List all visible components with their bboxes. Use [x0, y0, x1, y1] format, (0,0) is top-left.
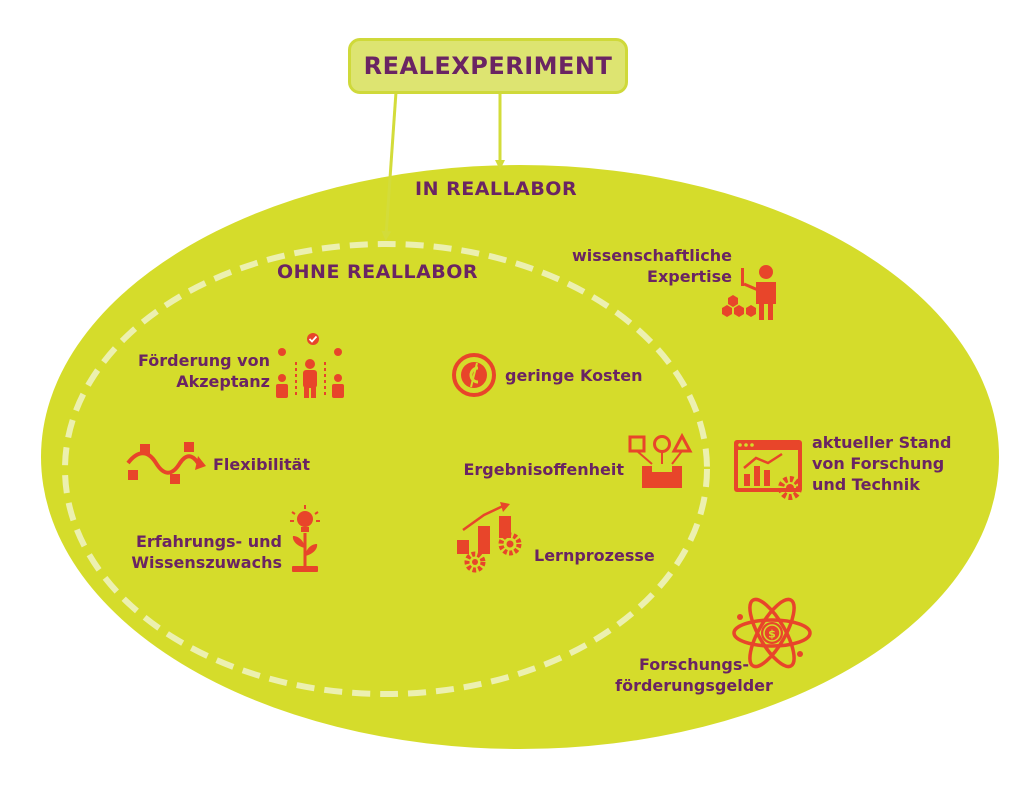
atom-dollar-icon: $ [732, 597, 812, 669]
item-label-line: und Technik [812, 475, 920, 494]
wave-arrow-icon [126, 442, 206, 484]
item-label-wissenszuwachs: Erfahrungs- und Wissenszuwachs [118, 531, 282, 573]
item-label-line: Erfahrungs- und [135, 532, 282, 551]
title-box: REALEXPERIMENT [348, 38, 628, 94]
browser-chart-gear-icon [734, 440, 802, 500]
item-label-line: Lernprozesse [534, 546, 655, 565]
item-label-line: Akzeptanz [176, 372, 270, 391]
item-label-line: aktueller Stand [812, 433, 952, 452]
svg-text:$: $ [768, 628, 776, 641]
item-label-line: förderungsgelder [615, 676, 773, 695]
outer-set-label: IN REALLABOR [415, 178, 578, 200]
item-label-ergebnisoffenheit: Ergebnisoffenheit [440, 459, 624, 480]
item-label-line: Forschungs- [639, 655, 749, 674]
people-checkmarks-icon [276, 333, 344, 398]
title-text: REALEXPERIMENT [363, 52, 613, 80]
item-label-expertise: wissenschaftliche Expertise [560, 245, 732, 287]
item-label-stand-forschung: aktueller Stand von Forschung und Techni… [812, 432, 951, 495]
item-label-kosten: geringe Kosten [505, 365, 642, 386]
item-label-line: Expertise [647, 267, 732, 286]
item-label-line: von Forschung [812, 454, 945, 473]
item-label-line: geringe Kosten [505, 366, 643, 385]
inner-dashed-ellipse [62, 241, 710, 697]
item-label-line: Förderung von [138, 351, 270, 370]
item-label-lernprozesse: Lernprozesse [534, 545, 655, 566]
gears-chart-icon [457, 502, 522, 573]
coin-cent-icon [452, 353, 496, 397]
plant-lightbulb-icon [290, 505, 320, 572]
arrow-to-inner [381, 91, 398, 241]
item-label-flexibilitaet: Flexibilität [213, 454, 310, 475]
scientist-pointer-icon [722, 265, 776, 320]
item-label-line: wissenschaftliche [571, 246, 732, 265]
inner-set-label: OHNE REALLABOR [277, 261, 479, 283]
shapes-options-icon [628, 432, 693, 488]
item-label-foerderungsgelder: Forschungs- förderungsgelder [605, 654, 783, 696]
item-label-line: Wissenszuwachs [131, 553, 282, 572]
item-label-line: Ergebnisoffenheit [463, 460, 624, 479]
item-label-line: Flexibilität [213, 455, 311, 474]
item-label-akzeptanz: Förderung von Akzeptanz [120, 350, 270, 392]
